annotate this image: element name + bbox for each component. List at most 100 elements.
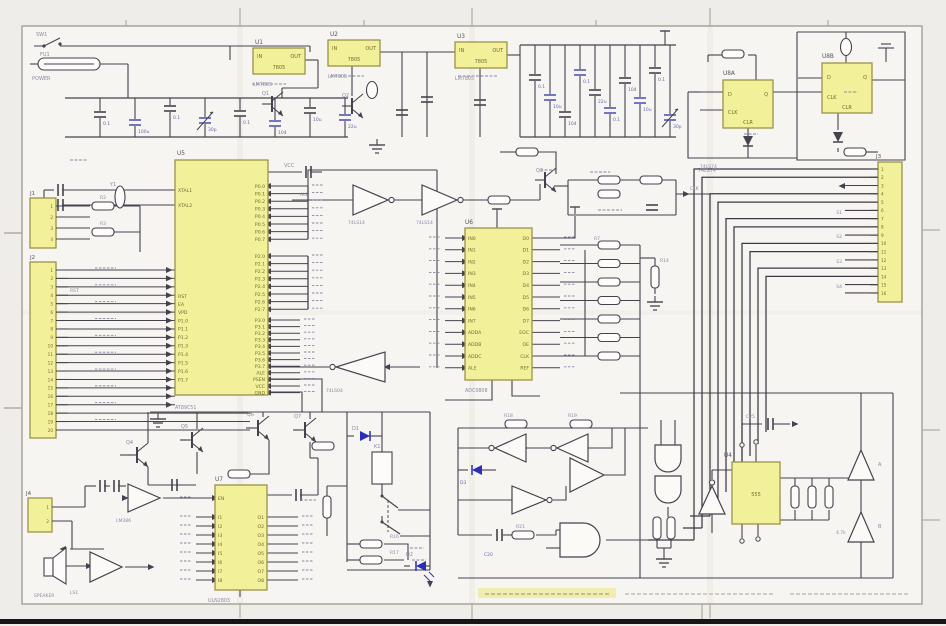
svg-text:ADDA: ADDA: [468, 330, 482, 336]
svg-text:ADC0808: ADC0808: [465, 388, 488, 394]
svg-text:U5: U5: [177, 151, 185, 157]
svg-text:4: 4: [881, 192, 884, 197]
svg-text:OE: OE: [522, 342, 529, 348]
svg-text:Q5: Q5: [181, 424, 188, 430]
svg-text:SW1: SW1: [36, 32, 47, 38]
svg-text:EA: EA: [178, 302, 185, 308]
svg-text:Y1: Y1: [109, 182, 116, 188]
svg-text:OUT: OUT: [492, 48, 504, 54]
bottom-black-bar: [0, 619, 946, 624]
svg-text:D3: D3: [460, 480, 466, 486]
svg-text:104: 104: [278, 130, 287, 136]
svg-text:O7: O7: [257, 569, 264, 575]
svg-text:IN: IN: [459, 48, 464, 54]
layer-connector-fan: [56, 267, 250, 431]
svg-text:Q4: Q4: [126, 440, 133, 446]
svg-text:R17: R17: [390, 550, 399, 556]
svg-text:3: 3: [881, 183, 884, 188]
svg-text:B: B: [878, 524, 882, 530]
svg-text:IN3: IN3: [468, 271, 476, 277]
svg-text:ULN2803: ULN2803: [208, 598, 230, 604]
svg-text:D: D: [728, 92, 732, 98]
svg-text:4: 4: [50, 237, 53, 242]
svg-text:O6: O6: [257, 560, 264, 566]
svg-text:74LS04: 74LS04: [326, 388, 343, 394]
svg-text:22u: 22u: [348, 124, 357, 130]
svg-text:P3.0: P3.0: [255, 318, 265, 324]
svg-text:D: D: [827, 75, 831, 81]
svg-text:100u: 100u: [138, 129, 150, 135]
svg-text:9: 9: [881, 233, 884, 238]
svg-text:ALE: ALE: [256, 371, 265, 377]
svg-text:0.1: 0.1: [658, 77, 665, 83]
svg-text:D0: D0: [523, 236, 530, 242]
svg-text:IN1: IN1: [468, 248, 476, 254]
svg-text:CLR: CLR: [743, 120, 753, 126]
svg-text:15: 15: [48, 386, 54, 391]
svg-text:K1: K1: [374, 444, 380, 450]
svg-text:J3: J3: [875, 154, 882, 160]
svg-text:P3.2: P3.2: [255, 331, 265, 337]
svg-text:22u: 22u: [598, 99, 607, 105]
svg-text:7: 7: [881, 216, 884, 221]
svg-text:Q6: Q6: [247, 412, 254, 418]
svg-text:2: 2: [46, 519, 49, 524]
svg-text:D6: D6: [523, 307, 530, 313]
svg-text:P3.6: P3.6: [255, 357, 265, 363]
svg-text:Q7: Q7: [294, 414, 301, 420]
svg-text:AT89C51: AT89C51: [175, 405, 196, 411]
svg-text:VCC: VCC: [255, 384, 265, 390]
svg-text:P0.6: P0.6: [255, 229, 265, 235]
svg-text:10u: 10u: [643, 107, 652, 113]
svg-text:1: 1: [50, 204, 53, 209]
svg-text:ADDC: ADDC: [468, 354, 481, 360]
svg-text:LM7805: LM7805: [455, 76, 474, 82]
svg-text:P1.4: P1.4: [178, 352, 188, 358]
svg-text:S2: S2: [836, 234, 842, 240]
svg-text:P3.3: P3.3: [255, 338, 265, 344]
svg-text:EOC: EOC: [519, 330, 529, 336]
svg-text:P2.5: P2.5: [255, 292, 265, 298]
svg-text:IN7: IN7: [468, 318, 476, 324]
svg-text:P1.3: P1.3: [178, 344, 188, 350]
svg-text:0.1: 0.1: [243, 120, 250, 126]
svg-text:OUT: OUT: [365, 46, 377, 52]
svg-text:P1.5: P1.5: [178, 360, 188, 366]
svg-text:LM7805: LM7805: [328, 74, 347, 80]
svg-text:0.1: 0.1: [173, 115, 180, 121]
svg-text:0.1: 0.1: [538, 84, 545, 90]
svg-text:74LS14: 74LS14: [348, 220, 365, 226]
layer-wires: [30, 31, 906, 597]
svg-text:P0.5: P0.5: [255, 222, 265, 228]
svg-text:C20: C20: [484, 552, 493, 558]
svg-text:7: 7: [50, 318, 53, 323]
svg-text:D7: D7: [523, 318, 530, 324]
svg-text:104: 104: [568, 121, 577, 127]
svg-text:RST: RST: [70, 288, 79, 294]
svg-text:FU1: FU1: [40, 52, 50, 58]
svg-text:13: 13: [881, 266, 887, 271]
svg-text:P2.0: P2.0: [255, 254, 265, 260]
svg-text:3: 3: [50, 226, 53, 231]
svg-text:1: 1: [46, 505, 49, 510]
svg-text:CLK: CLK: [827, 95, 837, 101]
svg-text:5: 5: [881, 200, 884, 205]
svg-text:10u: 10u: [553, 104, 562, 110]
svg-text:CLK: CLK: [520, 354, 530, 360]
svg-text:P0.1: P0.1: [255, 191, 265, 197]
svg-text:R14: R14: [660, 258, 669, 264]
svg-text:8: 8: [50, 327, 53, 332]
svg-text:P3.4: P3.4: [255, 344, 265, 350]
svg-text:D5: D5: [523, 295, 530, 301]
svg-text:P1.2: P1.2: [178, 335, 188, 341]
svg-text:C25: C25: [746, 414, 755, 420]
svg-text:R7: R7: [594, 236, 600, 242]
svg-text:20: 20: [48, 428, 54, 433]
svg-text:P0.7: P0.7: [255, 237, 265, 243]
